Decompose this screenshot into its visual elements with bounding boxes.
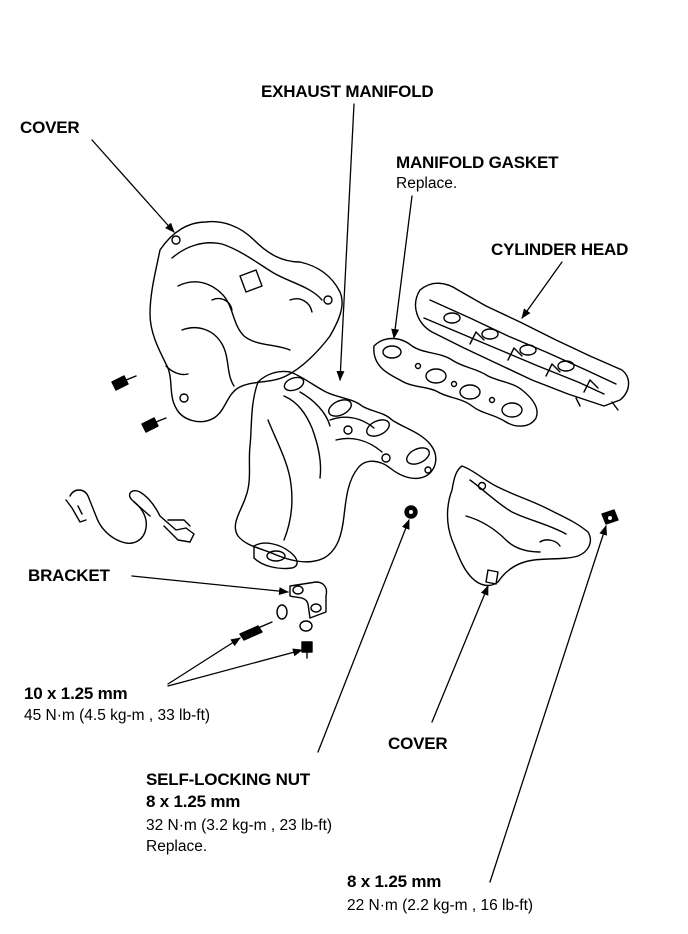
leader-cylinder-head bbox=[521, 261, 563, 319]
leader-bolt-lower bbox=[167, 648, 303, 687]
label-bolt-spec: 10 x 1.25 mm bbox=[24, 684, 128, 703]
cover-bolt-upper-left bbox=[111, 375, 137, 391]
leader-cover-bolt bbox=[489, 525, 608, 883]
bracket-bolt-10mm-lower bbox=[301, 641, 313, 659]
oxygen-sensor bbox=[65, 489, 195, 544]
leader-nut bbox=[317, 519, 410, 753]
label-bolt-torque: 45 N·m (4.5 kg-m , 33 lb-ft) bbox=[24, 707, 211, 724]
bracket-bolt-10mm bbox=[239, 621, 273, 641]
exhaust-manifold-body bbox=[234, 370, 437, 570]
leader-bolt-upper bbox=[167, 637, 241, 685]
label-cover-bolt-torque: 22 N·m (2.2 kg-m , 16 lb-ft) bbox=[347, 897, 534, 914]
label-nut-note: Replace. bbox=[146, 838, 208, 855]
self-locking-nut bbox=[404, 505, 418, 519]
label-nut-title: SELF-LOCKING NUT bbox=[146, 770, 310, 789]
label-nut-spec: 8 x 1.25 mm bbox=[146, 792, 241, 811]
label-nut-torque: 32 N·m (3.2 kg-m , 23 lb-ft) bbox=[146, 817, 333, 834]
label-cover-bottom: COVER bbox=[388, 734, 448, 753]
label-cover-bolt-spec: 8 x 1.25 mm bbox=[347, 872, 442, 891]
cylinder-head bbox=[414, 282, 630, 411]
label-manifold-gasket-note: Replace. bbox=[396, 175, 458, 192]
leader-cover-top bbox=[91, 139, 175, 233]
label-cover-top: COVER bbox=[20, 118, 80, 137]
bracket bbox=[289, 581, 328, 619]
cover-bolt-8mm bbox=[601, 509, 619, 525]
label-exhaust-manifold: EXHAUST MANIFOLD bbox=[261, 82, 434, 101]
label-bracket: BRACKET bbox=[28, 566, 110, 585]
upper-heat-cover bbox=[149, 220, 343, 423]
bracket-washers bbox=[276, 604, 313, 632]
leader-lines bbox=[91, 103, 608, 883]
leader-exhaust-manifold bbox=[336, 103, 355, 381]
cover-bolt-lower-left bbox=[141, 417, 167, 433]
leader-cover-bottom bbox=[431, 585, 489, 723]
manifold-gasket bbox=[373, 337, 538, 427]
label-cylinder-head: CYLINDER HEAD bbox=[491, 240, 629, 259]
label-manifold-gasket: MANIFOLD GASKET bbox=[396, 153, 559, 172]
lower-heat-cover bbox=[446, 465, 592, 587]
leader-manifold-gasket bbox=[391, 195, 413, 339]
leader-bracket bbox=[131, 575, 289, 596]
